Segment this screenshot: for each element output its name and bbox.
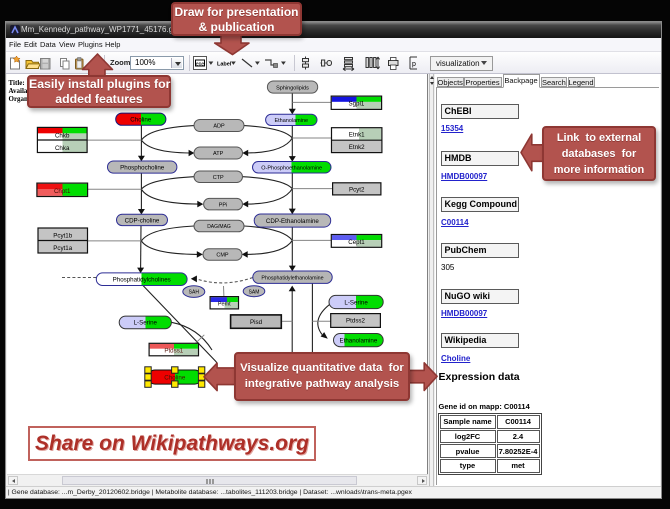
svg-text:Ethanolamine: Ethanolamine [339,337,377,344]
svg-text:ADP: ADP [213,124,225,130]
svg-text:Organis: Organis [9,95,33,103]
svg-text:O-Phosphoethanolamine: O-Phosphoethanolamine [261,166,322,172]
svg-text:SAH: SAH [189,290,200,296]
svg-text:Pisd: Pisd [250,319,263,326]
svg-text:Pcyt2: Pcyt2 [349,186,365,193]
svg-text:L-Serine: L-Serine [134,320,158,327]
svg-text:Phosphatidylethanolamine: Phosphatidylethanolamine [261,275,323,281]
svg-text:Choline: Choline [130,116,152,123]
svg-text:p: p [412,61,416,68]
svg-text:Sphingolipids: Sphingolipids [276,85,309,91]
svg-text:DAG/MAG: DAG/MAG [207,224,231,230]
svg-text:CDP-Ethanolamine: CDP-Ethanolamine [266,218,320,225]
svg-text:Label: Label [217,61,232,67]
svg-text:Chkb: Chkb [55,133,70,140]
svg-text:L-Serine: L-Serine [344,299,368,306]
svg-text:PPi: PPi [219,202,228,208]
svg-text:ene: ene [196,62,205,68]
svg-text:Ethanolamine: Ethanolamine [274,118,308,124]
svg-text:Chpt1: Chpt1 [54,188,71,195]
svg-text:Phosphocholine: Phosphocholine [120,164,165,171]
svg-text:Title:: Title: [9,79,25,87]
svg-text:Ptdss2: Ptdss2 [346,318,365,325]
svg-text:Choline: Choline [164,375,186,382]
svg-text:Availab: Availab [9,87,32,95]
svg-text:Phosphatidylcholines: Phosphatidylcholines [113,277,171,284]
svg-text:CDP-choline: CDP-choline [125,217,160,224]
svg-text:Pcyt1a: Pcyt1a [53,245,72,252]
svg-text:Pemt: Pemt [218,302,231,308]
svg-text:Sgpl1: Sgpl1 [348,101,364,108]
svg-text:Etnk2: Etnk2 [349,144,365,151]
svg-text:CTP: CTP [213,175,224,181]
svg-text:Pcyt1b: Pcyt1b [53,232,72,239]
svg-text:Etnk1: Etnk1 [349,132,365,139]
svg-text:Chka: Chka [55,145,70,152]
svg-text:SAM: SAM [249,289,260,295]
svg-text:ATP: ATP [213,151,224,157]
svg-text:CMP: CMP [216,253,229,259]
svg-text:Ptdss1: Ptdss1 [164,347,183,354]
svg-text:Cept1: Cept1 [348,239,365,246]
